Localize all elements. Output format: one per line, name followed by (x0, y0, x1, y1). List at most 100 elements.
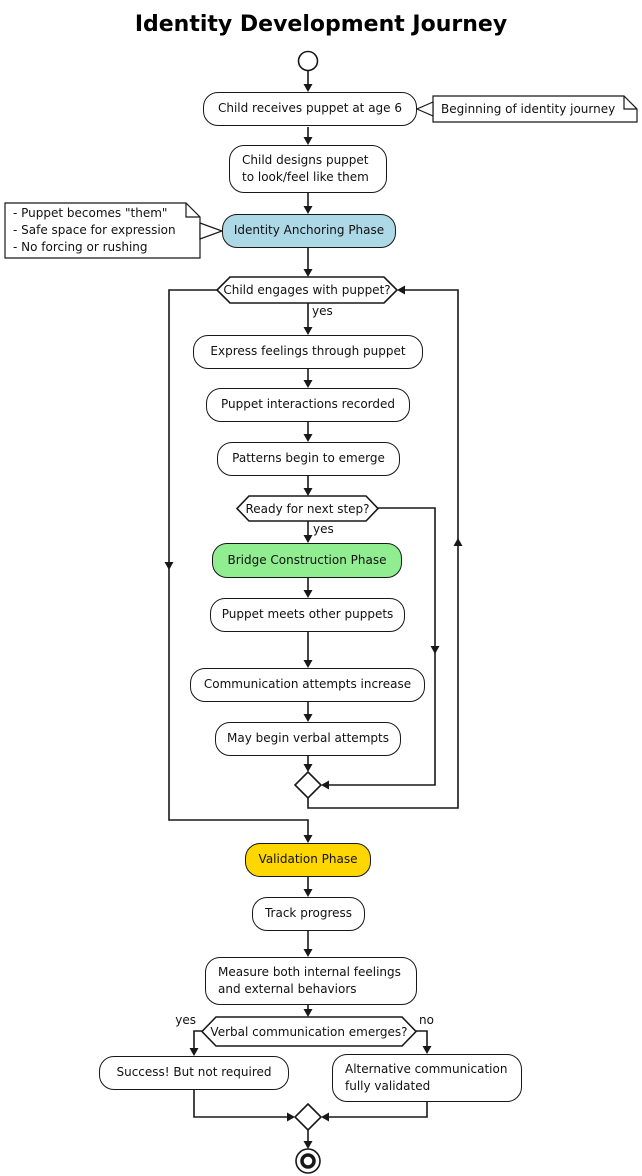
arrowhead (287, 1112, 295, 1122)
note-anchoring-guidelines: - Puppet becomes "them" - Safe space for… (13, 206, 195, 255)
label-yes-ready: yes (313, 522, 334, 536)
line-2: fully validated (345, 1079, 431, 1093)
arrowhead (303, 434, 313, 442)
note-connector (415, 101, 434, 117)
activity-label: Express feelings through puppet (210, 344, 406, 359)
decision-child-engages: Child engages with puppet? (223, 283, 391, 297)
edge-exit-loop (168, 289, 309, 836)
phase-label: Identity Anchoring Phase (233, 223, 385, 238)
line-1: Child designs puppet (242, 153, 369, 167)
edge-success-to-final-merge (193, 1090, 288, 1118)
activity-measure-feelings: Measure both internal feelings and exter… (205, 957, 417, 1005)
arrowhead (303, 714, 313, 722)
edge-verbalq-no (416, 1030, 428, 1047)
end-node-inner (300, 1153, 316, 1169)
activity-communication-increase: Communication attempts increase (190, 668, 425, 702)
activity-meets-puppets: Puppet meets other puppets (210, 598, 405, 632)
activity-label: Patterns begin to emerge (232, 451, 385, 466)
line-2: and external behaviors (218, 982, 357, 996)
phase-label: Validation Phase (258, 852, 358, 867)
note-line-3: - No forcing or rushing (13, 240, 148, 254)
decision-verbal-emerges: Verbal communication emerges? (210, 1024, 408, 1039)
arrowhead (303, 889, 313, 897)
arrowhead (303, 949, 313, 957)
activity-label: May begin verbal attempts (227, 731, 389, 746)
arrowhead (303, 206, 313, 214)
arrowhead (430, 646, 440, 654)
line-1: Measure both internal feelings (218, 965, 401, 979)
label-yes-engages: yes (312, 304, 333, 318)
decision-child-engages-shape (215, 276, 399, 304)
activity-receive-puppet: Child receives puppet at age 6 (203, 92, 417, 126)
note-beginning: Beginning of identity journey (441, 102, 616, 116)
arrowhead (303, 380, 313, 388)
activity-label: Measure both internal feelings and exter… (218, 964, 401, 998)
arrowhead (397, 285, 405, 295)
arrowheads (164, 84, 463, 1149)
arrowhead (303, 535, 313, 543)
activity-verbal-attempts: May begin verbal attempts (215, 722, 401, 756)
decision-ready-next-shape (235, 495, 380, 522)
note-anchoring-shape (4, 202, 224, 259)
label-yes-verbal: yes (175, 1013, 196, 1027)
activity-label: Alternative communication fully validate… (345, 1061, 507, 1095)
arrowhead (303, 835, 313, 843)
arrowhead (189, 1048, 199, 1056)
arrowhead (321, 780, 329, 790)
arrowhead (321, 1112, 329, 1122)
phase-bridge-construction: Bridge Construction Phase (212, 543, 402, 578)
arrowhead (303, 1009, 313, 1017)
activity-label: Communication attempts increase (203, 677, 412, 692)
label-no-verbal: no (419, 1013, 434, 1027)
arrowhead (303, 327, 313, 335)
arrowhead (422, 1046, 432, 1054)
arrowhead (303, 590, 313, 598)
edge-verbalq-yes (193, 1030, 202, 1049)
decision-verbal-emerges-shape (200, 1016, 418, 1047)
shape-layer (4, 50, 638, 1174)
diagram-title: Identity Development Journey (134, 12, 508, 37)
phase-label: Bridge Construction Phase (227, 552, 387, 567)
arrowhead (303, 137, 313, 145)
merge-diamond-final (293, 1102, 323, 1132)
activity-patterns-emerge: Patterns begin to emerge (217, 442, 400, 476)
arrowhead (303, 764, 313, 772)
line-2: to look/feel like them (242, 170, 369, 184)
arrowhead (303, 269, 313, 277)
arrowhead (303, 660, 313, 668)
arrowhead (303, 1141, 313, 1149)
edge-repeat-loop (307, 289, 459, 809)
activity-label: Child designs puppet to look/feel like t… (242, 152, 369, 186)
start-node (297, 50, 319, 72)
activity-interactions-recorded: Puppet interactions recorded (206, 388, 410, 422)
activity-express-feelings: Express feelings through puppet (193, 335, 423, 369)
activity-design-puppet: Child designs puppet to look/feel like t… (229, 145, 387, 193)
end-node-outer (295, 1148, 321, 1174)
note-fold-icon (623, 96, 637, 110)
note-lines: - Puppet becomes "them" - Safe space for… (13, 205, 176, 256)
activity-label: Child receives puppet at age 6 (217, 101, 403, 116)
arrowhead (303, 488, 313, 496)
activity-alternative-communication: Alternative communication fully validate… (332, 1054, 522, 1102)
activity-label: Success! But not required (116, 1065, 272, 1080)
note-line-2: - Safe space for expression (13, 223, 176, 237)
merge-diamond-inner (293, 770, 323, 800)
note-beginning-shape (415, 95, 638, 123)
line-1: Alternative communication (345, 1062, 508, 1076)
decision-ready-next: Ready for next step? (245, 501, 370, 516)
activity-label: Track progress (264, 906, 353, 921)
note-body (432, 95, 638, 123)
activity-label: Puppet interactions recorded (220, 397, 396, 412)
phase-identity-anchoring: Identity Anchoring Phase (222, 214, 396, 248)
note-line-1: - Puppet becomes "them" (13, 206, 168, 220)
arrowhead (164, 562, 174, 570)
activity-success: Success! But not required (99, 1056, 289, 1090)
activity-track-progress: Track progress (252, 897, 365, 931)
note-connector (199, 222, 224, 240)
note-fold-icon (185, 203, 200, 218)
edge-alternative-to-final-merge (328, 1102, 428, 1118)
arrowhead (303, 84, 313, 92)
phase-validation: Validation Phase (245, 843, 371, 877)
